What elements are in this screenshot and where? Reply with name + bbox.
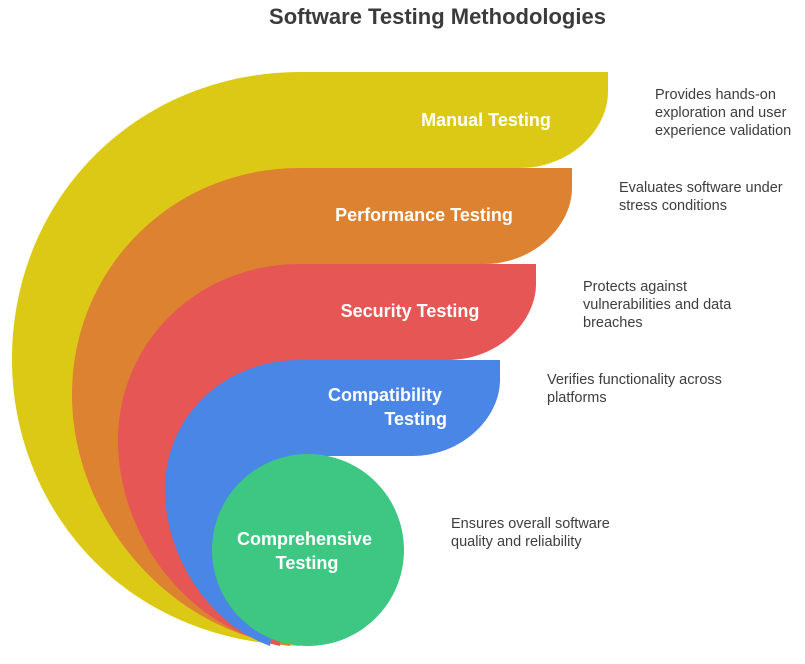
layer-label-manual: Manual Testing: [421, 110, 551, 130]
description-compatibility: Verifies functionality across platforms: [547, 372, 722, 406]
description-performance: Evaluates software under stress conditio…: [619, 180, 783, 214]
diagram-title: Software Testing Methodologies: [269, 4, 606, 29]
description-manual: Provides hands-on exploration and user e…: [655, 87, 792, 139]
description-security: Protects against vulnerabilities and dat…: [583, 279, 732, 331]
layer-label-compatibility: Compatibility Testing: [328, 385, 447, 429]
layer-shape-comprehensive: [212, 454, 404, 646]
description-comprehensive: Ensures overall software quality and rel…: [451, 516, 610, 550]
layer-label-comprehensive: Comprehensive Testing: [237, 529, 377, 573]
layer-label-security: Security Testing: [341, 301, 480, 321]
layer-label-performance: Performance Testing: [335, 205, 513, 225]
